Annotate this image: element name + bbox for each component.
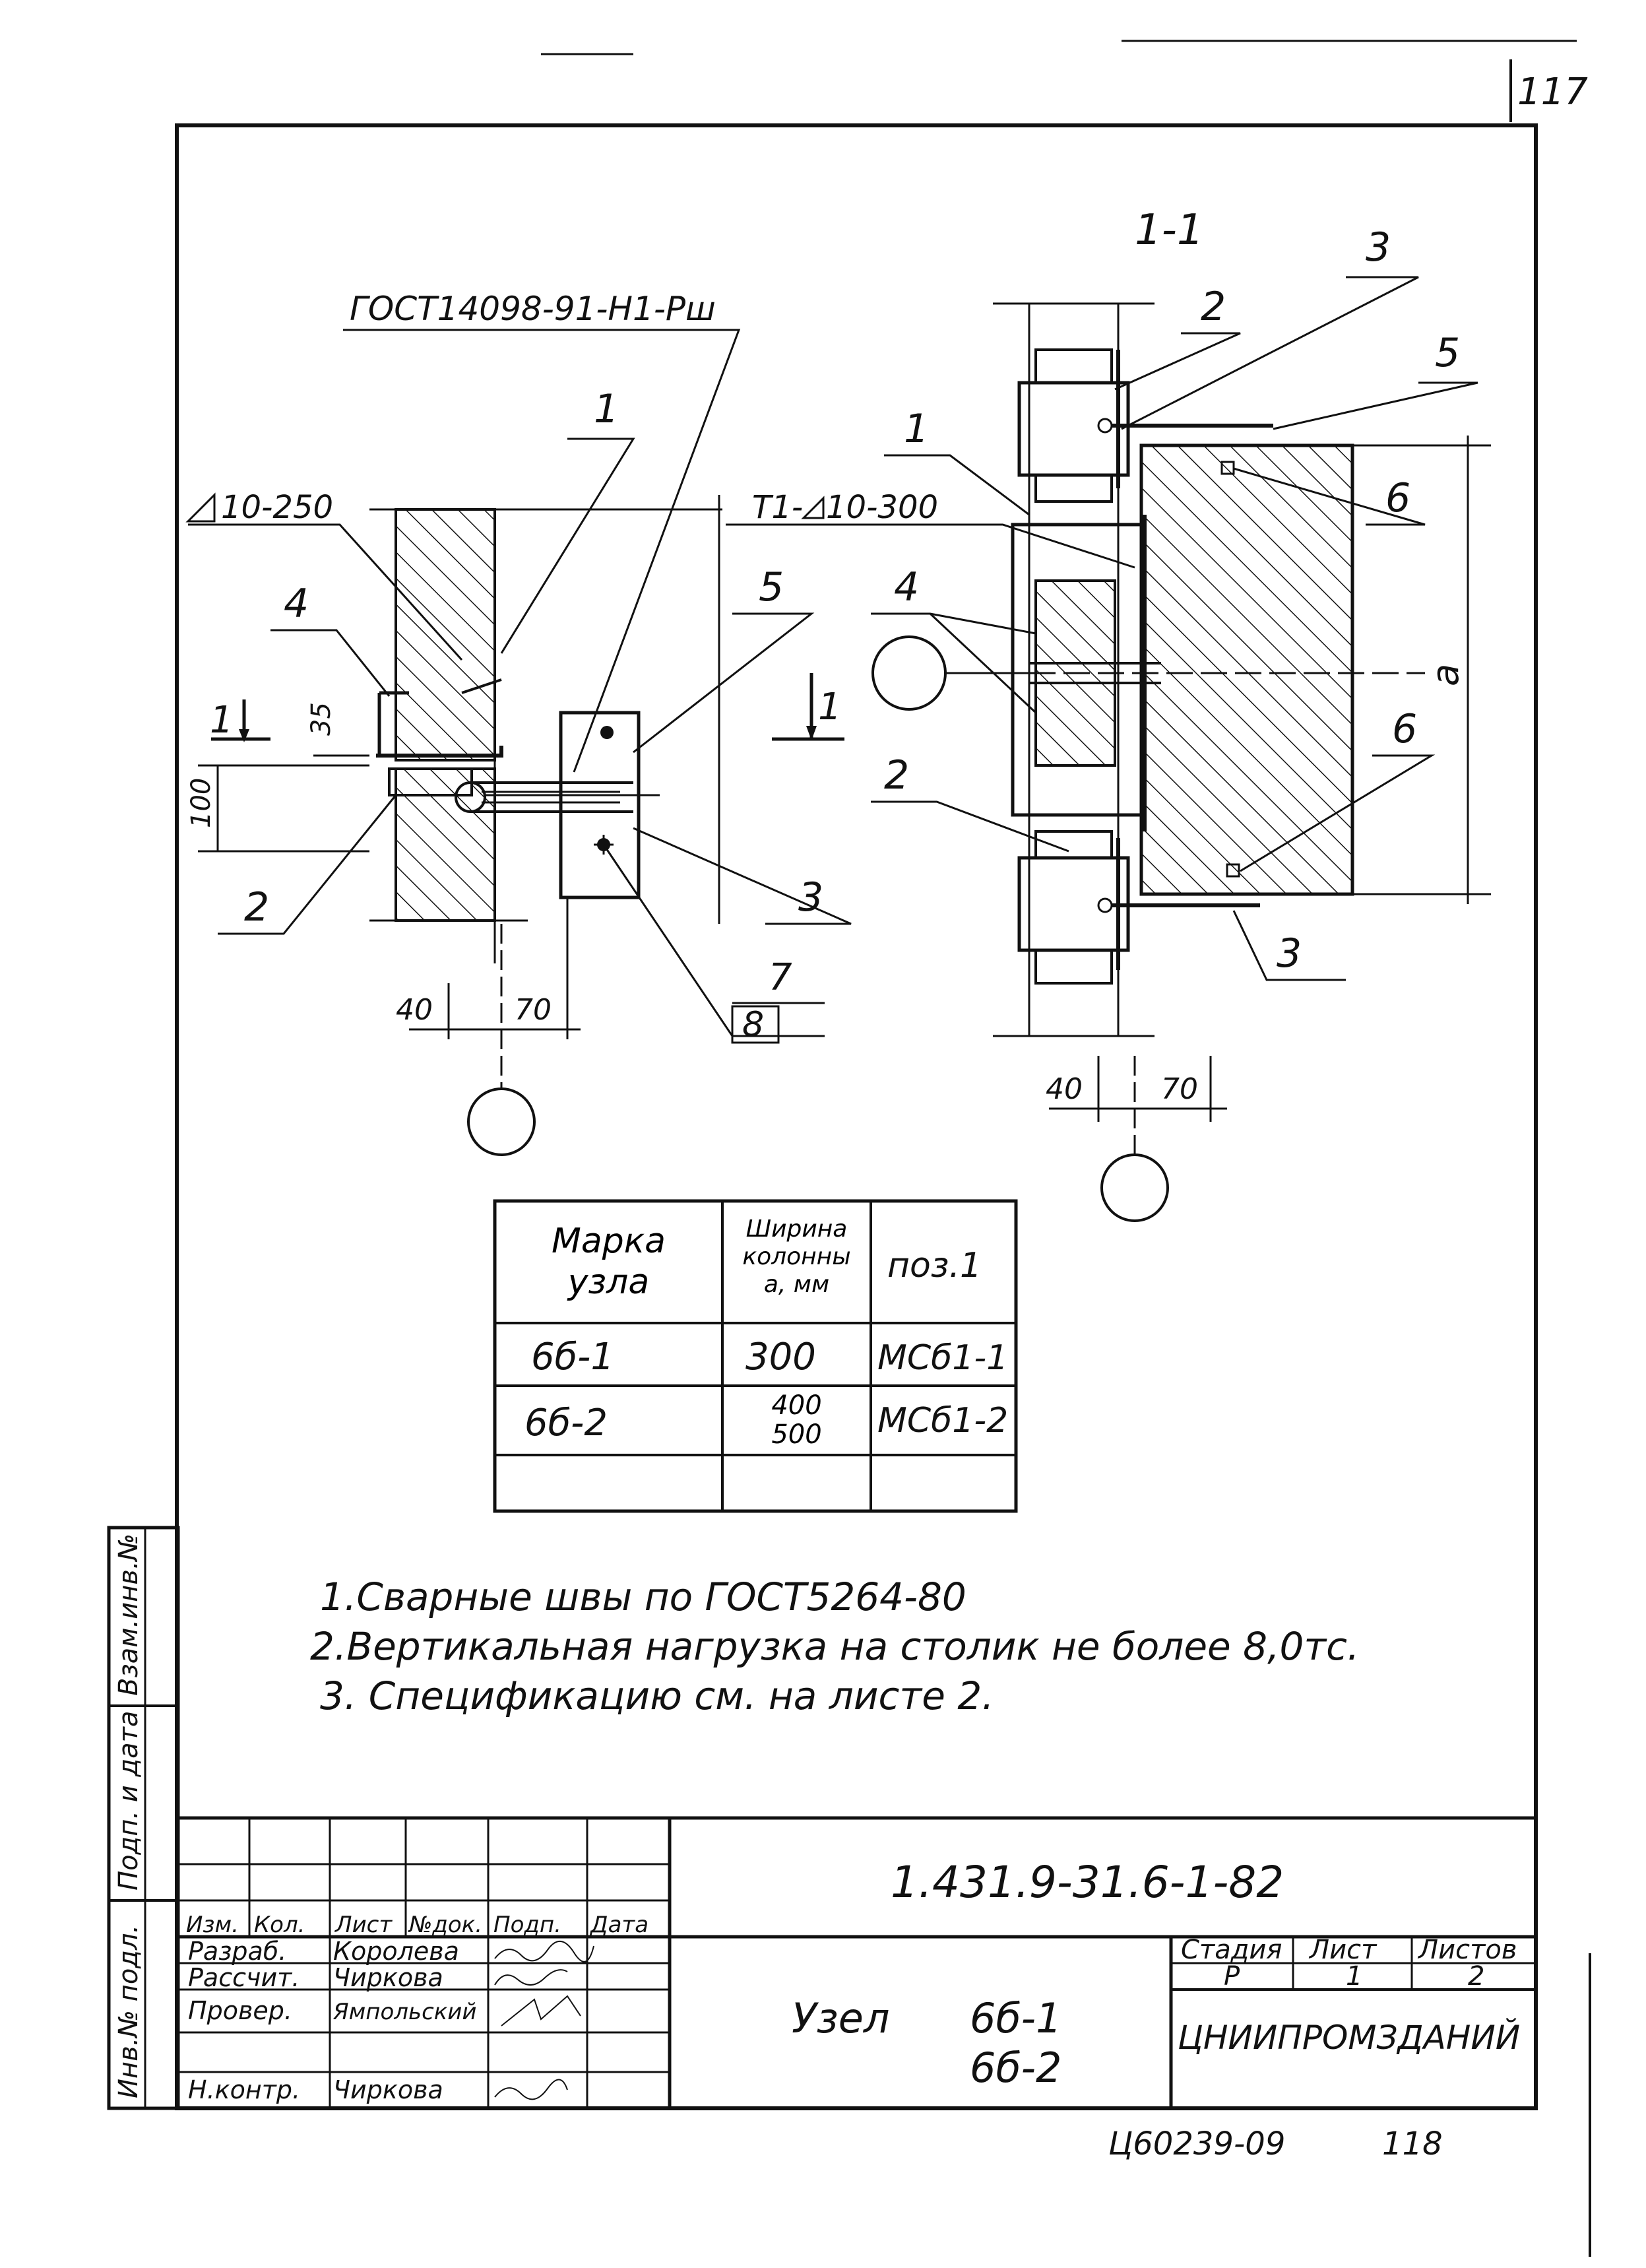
callout-3-bottom: 3 — [1277, 930, 1302, 977]
callout-4-left: 4 — [284, 581, 309, 627]
weld-mid-label: 10-300 — [826, 489, 938, 526]
table-cell-r0c1: 300 — [745, 1336, 816, 1378]
callout-6-bottom: 6 — [1392, 706, 1417, 752]
note-2: 2.Вертикальная нагрузка на столик не бол… — [310, 1624, 1359, 1669]
callout-fraction-bottom: 8 — [742, 1005, 764, 1045]
stage-label: Стадия — [1181, 1935, 1282, 1965]
table-cell-r1c2: МСб1-2 — [877, 1401, 1008, 1441]
callout-5-left: 5 — [759, 564, 784, 610]
organization: ЦНИИПРОМЗДАНИЙ — [1178, 2018, 1520, 2057]
section-mark-right: 1 — [818, 686, 842, 729]
callout-1-left: 1 — [594, 386, 619, 432]
title-word: Узел — [792, 1994, 890, 2042]
signature-4 — [494, 2079, 568, 2100]
col-header-sheet: Лист — [334, 1912, 393, 1938]
dim-70-left: 70 — [515, 993, 552, 1027]
signature-1 — [494, 1941, 594, 1962]
section-mark-left: 1 — [210, 699, 234, 742]
weld-mid-prefix: Т1- — [752, 489, 803, 526]
col-header-docno: №док. — [408, 1912, 482, 1938]
sheets-label: Листов — [1417, 1935, 1517, 1965]
sheet-value: 1 — [1346, 1961, 1362, 1992]
note-1: 1.Сварные швы по ГОСТ5264-80 — [320, 1574, 966, 1619]
sheets-value: 2 — [1468, 1961, 1484, 1992]
footer-number: 118 — [1382, 2125, 1443, 2162]
dim-40-left: 40 — [396, 993, 433, 1027]
axis-circle-mid — [871, 635, 947, 711]
table-header-width: Ширина колонны a, мм — [742, 1215, 851, 1298]
notes: 1.Сварные швы по ГОСТ5264-80 2.Вертикаль… — [310, 1574, 1359, 1718]
callout-3-left: 3 — [798, 874, 823, 921]
col-header-change: Изм. — [186, 1912, 239, 1938]
table-cell-r1c0: 6б-2 — [524, 1402, 608, 1444]
section-label: 1-1 — [1135, 206, 1204, 255]
dim-35: 35 — [306, 702, 336, 736]
table-header-mark: Марка узла — [551, 1221, 666, 1302]
weld-left-label: 10-250 — [221, 489, 333, 526]
right-detail: 1-1 a 40 70 — [726, 206, 1491, 1222]
column-upper-hatch — [395, 508, 496, 761]
dim-100-left: 100 — [186, 778, 216, 828]
dim-a: a — [1424, 664, 1467, 686]
role-developer: Разраб. — [188, 1937, 286, 1966]
stage-value: Р — [1224, 1961, 1240, 1992]
title-block: 1.431.9-31.6-1-82 Изм. Кол. Лист №док. П… — [178, 1816, 1536, 2108]
signature-2 — [494, 1969, 568, 1986]
side-stamp: Взам.инв.№ Подп. и дата Инв.№ подл. — [107, 1526, 180, 2110]
column-lower-hatch — [395, 767, 496, 922]
left-detail: 100 35 40 70 ГОСТ14098-91-Н1-Рш 10-250 1… — [185, 290, 852, 1156]
table-cell-r0c0: 6б-1 — [531, 1336, 614, 1378]
column-section-hatch — [1139, 443, 1354, 896]
note-3: 3. Спецификацию см. на листе 2. — [320, 1673, 994, 1718]
stamp-replacement-inv: Взам.инв.№ — [113, 1534, 144, 1696]
role-calculator: Рассчит. — [188, 1963, 300, 1992]
callout-4-right: 4 — [894, 564, 919, 610]
axis-circle-right — [1100, 1153, 1169, 1222]
drawing-frame — [175, 123, 1538, 2110]
name-calculator: Чиркова — [333, 1963, 443, 1992]
marks-table: Марка узла Ширина колонны a, мм поз.1 6б… — [493, 1199, 1018, 1513]
role-norm-control: Н.контр. — [188, 2075, 300, 2104]
callout-2-left: 2 — [244, 884, 269, 930]
title-mark-2: 6б-2 — [970, 2044, 1062, 2092]
sheet-label: Лист — [1308, 1935, 1377, 1965]
callout-3-top: 3 — [1366, 224, 1391, 271]
table-cell-r1c1: 400 500 — [771, 1390, 822, 1450]
name-norm-control: Чиркова — [333, 2075, 443, 2104]
stamp-original-inv: Инв.№ подл. — [113, 1925, 144, 2098]
page-number: 117 — [1517, 71, 1588, 113]
dim-40-right: 40 — [1046, 1072, 1083, 1106]
stamp-sign-date: Подп. и дата — [113, 1711, 144, 1891]
callout-2-bottom: 2 — [884, 752, 909, 798]
role-checker: Провер. — [188, 1996, 292, 2025]
callout-5-right: 5 — [1435, 330, 1460, 376]
axis-circle-left — [467, 1087, 536, 1156]
callout-fraction-top: 7 — [769, 956, 792, 999]
weld-note-gost: ГОСТ14098-91-Н1-Рш — [350, 290, 716, 328]
col-header-qty: Кол. — [254, 1912, 305, 1938]
callout-2-top: 2 — [1201, 284, 1226, 330]
col-header-sign: Подп. — [493, 1912, 561, 1938]
table-cell-r0c2: МСб1-1 — [877, 1338, 1008, 1378]
bracket-plate-left — [559, 711, 641, 899]
col-header-date: Дата — [589, 1912, 649, 1938]
table-header-pos: поз.1 — [887, 1246, 982, 1285]
doc-code: 1.431.9-31.6-1-82 — [891, 1857, 1284, 1908]
dim-70-right: 70 — [1161, 1072, 1198, 1106]
callout-1-right: 1 — [904, 406, 929, 452]
footer-code: Ц60239-09 — [1108, 2125, 1285, 2162]
signature-3 — [501, 1995, 581, 2026]
name-checker: Ямпольский — [332, 1999, 477, 2025]
name-developer: Королева — [333, 1937, 459, 1966]
title-mark-1: 6б-1 — [970, 1994, 1062, 2042]
